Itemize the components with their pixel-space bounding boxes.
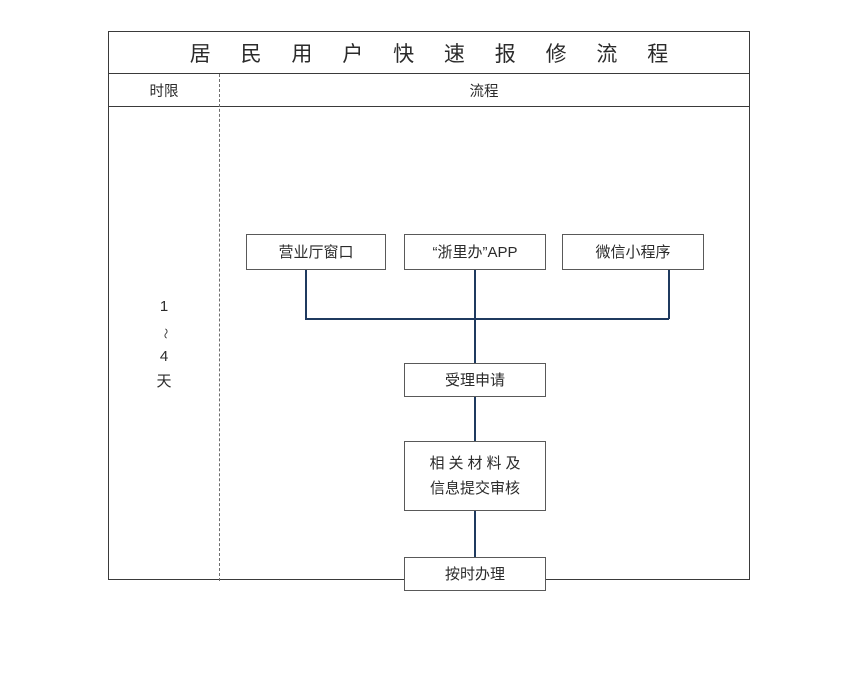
flow-node-service-hall[interactable]: 营业厅窗口 <box>246 234 386 270</box>
flow-node-handle-on-time[interactable]: 按时办理 <box>404 557 546 591</box>
time-limit-range-mark: ～ <box>159 319 171 344</box>
flow-node-label: 微信小程序 <box>595 243 671 261</box>
connector-merge-bar <box>305 318 669 320</box>
table-title-row: 居 民 用 户 快 速 报 修 流 程 <box>109 32 749 74</box>
flow-node-zhelishu-app[interactable]: “浙里办”APP <box>404 234 546 270</box>
flow-node-submit-materials-review[interactable]: 相关材料及 信息提交审核 <box>404 441 546 511</box>
connector-app-to-merge <box>474 270 476 319</box>
time-limit-unit: 天 <box>156 373 172 390</box>
time-limit-value: 1 ～ 4 天 <box>109 107 219 581</box>
connector-submit-to-handle <box>474 511 476 557</box>
flow-node-accept-application[interactable]: 受理申请 <box>404 363 546 397</box>
page-title: 居 民 用 户 快 速 报 修 流 程 <box>189 42 681 66</box>
column-header-flow: 流程 <box>469 83 499 100</box>
connector-accept-to-submit <box>474 397 476 441</box>
connector-hall-to-merge <box>305 270 307 319</box>
flow-node-label-line1: 相关材料及 <box>429 455 525 472</box>
flow-node-label-line2: 信息提交审核 <box>429 480 520 497</box>
flow-node-label: 营业厅窗口 <box>278 243 354 261</box>
connector-merge-to-accept <box>474 318 476 363</box>
flowchart-table: 居 民 用 户 快 速 报 修 流 程 时限 流程 1 ～ 4 天 营业厅窗口 … <box>108 31 750 591</box>
flow-node-wechat-miniprogram[interactable]: 微信小程序 <box>562 234 704 270</box>
time-limit-end: 4 <box>159 348 169 365</box>
column-header-time-limit: 时限 <box>149 83 179 100</box>
flow-node-label: 受理申请 <box>444 371 505 389</box>
column-divider-dashed <box>219 74 220 581</box>
table-header-row: 时限 流程 <box>109 74 749 107</box>
time-limit-start: 1 <box>159 298 169 315</box>
connector-wechat-to-merge <box>668 270 670 319</box>
table-body: 1 ～ 4 天 营业厅窗口 “浙里办”APP 微信小程序 受理申请 相关材料及 … <box>109 107 749 591</box>
range-mark-glyph: ～ <box>158 328 171 339</box>
flow-node-label: “浙里办”APP <box>432 243 518 261</box>
flow-node-label: 按时办理 <box>444 565 505 583</box>
